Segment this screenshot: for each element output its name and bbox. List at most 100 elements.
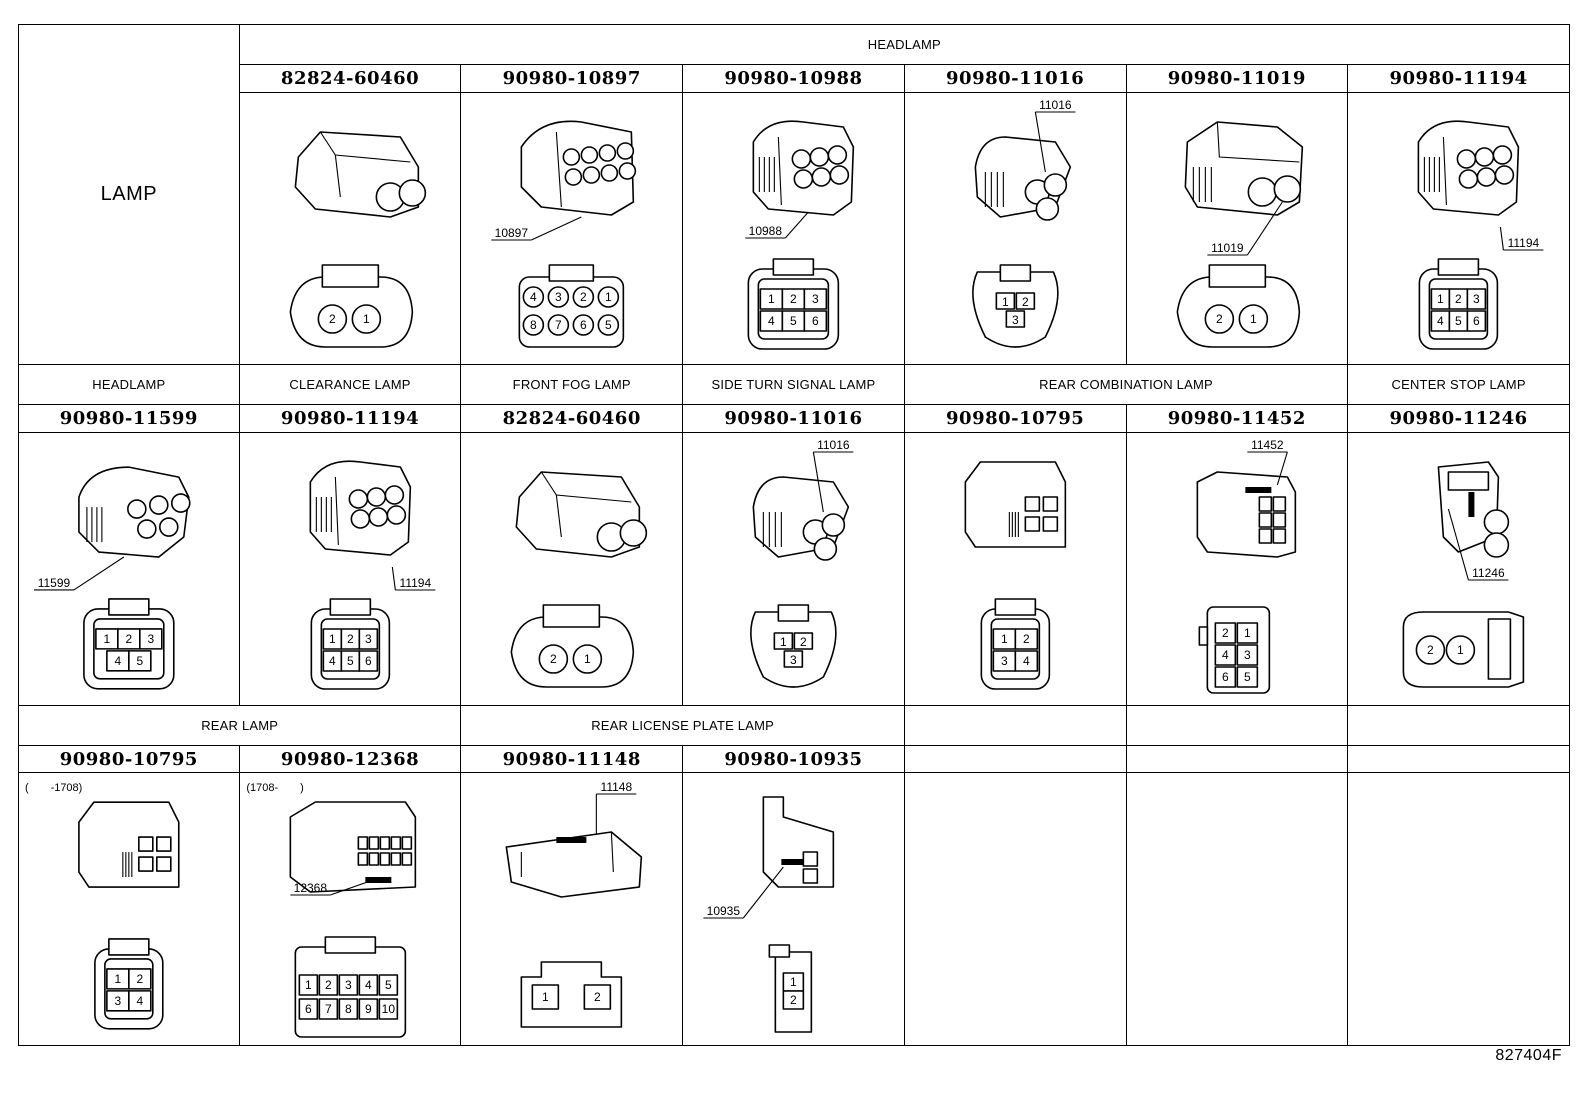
pin-number: 2 — [136, 972, 143, 986]
part-number — [903, 744, 1127, 774]
pin-number: 1 — [305, 978, 312, 992]
connector-body-drawing — [520, 120, 637, 216]
pin-number: 3 — [812, 292, 819, 306]
pin-number: 3 — [555, 290, 562, 304]
pin-number: 1 — [1244, 626, 1251, 640]
pin-number: 4 — [115, 654, 122, 668]
part-number: 90980-10988 — [682, 64, 905, 93]
callout: 10897 — [491, 216, 582, 241]
part-number: 90980-11452 — [1125, 404, 1349, 434]
part-number: 90980-10897 — [460, 64, 684, 93]
callout-label: 10988 — [749, 224, 783, 238]
pin-number: 7 — [555, 318, 562, 332]
callout: 11016 — [812, 438, 854, 512]
callout: 11194 — [1500, 226, 1544, 251]
pin-number: 3 — [1012, 313, 1019, 327]
callout-label: 11194 — [399, 576, 431, 590]
pin-number: 6 — [812, 314, 819, 328]
lamp-category: REAR COMBINATION LAMP — [903, 364, 1349, 406]
pin-number: 4 — [365, 978, 372, 992]
figure-id: 827404F — [1495, 1047, 1562, 1064]
pin-number: 1 — [768, 292, 775, 306]
part-number: 90980-10795 — [18, 744, 240, 774]
callout: 11599 — [33, 556, 125, 591]
connector-body-drawing — [1184, 120, 1303, 216]
pin-number: 2 — [1022, 295, 1029, 309]
pin-number: 5 — [790, 314, 797, 328]
pin-number: 1 — [605, 290, 612, 304]
lamp-category: REAR LICENSE PLATE LAMP — [460, 704, 905, 746]
pin-number: 1 — [542, 990, 549, 1004]
pin-number: 2 — [800, 635, 807, 649]
lamp-category: REAR LAMP — [17, 704, 462, 746]
empty-cell — [1347, 772, 1570, 1046]
pin-number: 2 — [550, 652, 557, 666]
part-number — [1125, 744, 1349, 774]
connector-body-drawing — [289, 801, 416, 894]
pin-number: 3 — [365, 632, 372, 646]
pin-number: 2 — [1023, 632, 1030, 646]
date-range-note: ( -1708) — [25, 782, 82, 794]
lamp-category: CENTER STOP LAMP — [1347, 364, 1570, 406]
pin-number: 4 — [1222, 648, 1229, 662]
pin-number: 6 — [365, 654, 372, 668]
pin-number: 5 — [347, 654, 354, 668]
pin-number: 2 — [1222, 626, 1229, 640]
pin-number: 2 — [347, 632, 354, 646]
part-number: 90980-12368 — [238, 744, 462, 774]
lamp-category — [1125, 704, 1349, 746]
callout: 11019 — [1206, 201, 1283, 256]
lamp-category: HEADLAMP — [238, 23, 1571, 66]
connector-body-drawing — [1437, 461, 1510, 558]
part-number: 90980-11019 — [1125, 64, 1349, 93]
pin-number: 1 — [790, 975, 797, 989]
pin-number: 4 — [1023, 654, 1030, 668]
pin-number: 3 — [1473, 292, 1480, 306]
pin-number: 2 — [329, 312, 336, 326]
connector-body-drawing — [752, 476, 850, 561]
pin-face-drawing: 12 — [768, 944, 813, 1034]
pin-number: 3 — [147, 632, 154, 646]
connector-body-drawing — [294, 130, 426, 218]
lamp-category: SIDE TURN SIGNAL LAMP — [682, 364, 905, 406]
pin-number: 8 — [345, 1002, 352, 1016]
pin-number: 1 — [329, 632, 336, 646]
callout-label: 11016 — [1039, 98, 1072, 112]
connector-body-drawing — [752, 119, 855, 216]
connector-body-drawing — [78, 801, 180, 889]
pin-number: 6 — [305, 1002, 312, 1016]
callout: 11246 — [1448, 508, 1509, 581]
pin-number: 3 — [345, 978, 352, 992]
callout-label: 11148 — [601, 780, 633, 794]
callout: 11452 — [1246, 438, 1288, 486]
callout-label: 11246 — [1472, 566, 1505, 580]
